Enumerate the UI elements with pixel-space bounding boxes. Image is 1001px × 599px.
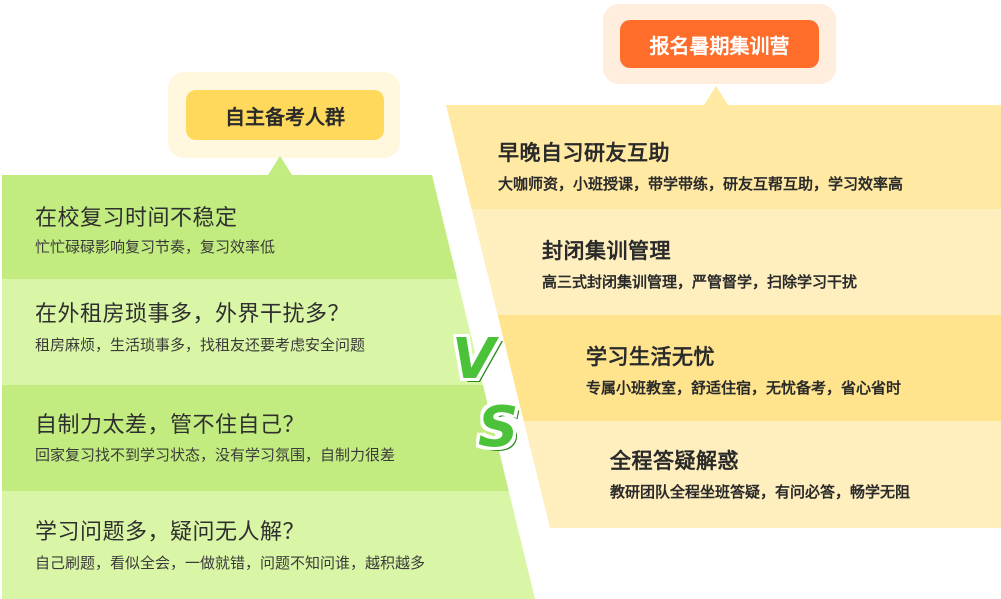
left-group-tag: 自主备考人群 — [186, 90, 384, 140]
camp-row: 学习生活无忧 专属小班教室，舒适住宿，无忧备考，省心省时 — [446, 315, 1001, 421]
camp-item-title: 全程答疑解惑 — [610, 449, 739, 473]
self-study-row: 自制力太差，管不住自己？ 回家复习找不到学习状态，没有学习氛围，自制力很差 — [2, 385, 535, 491]
vs-s-letter: S — [478, 395, 519, 460]
camp-item-title: 封闭集训管理 — [542, 239, 671, 263]
self-study-row: 学习问题多，疑问无人解？ 自己刷题，看似全会，一做就错，问题不知问谁，越积越多 — [2, 491, 535, 599]
self-study-item-title: 在校复习时间不稳定 — [35, 206, 238, 231]
self-study-item-desc: 自己刷题，看似全会，一做就错，问题不知问谁，越积越多 — [35, 554, 426, 572]
camp-row: 全程答疑解惑 教研团队全程坐班答疑，有问必答，畅学无阻 — [446, 421, 1001, 528]
self-study-row: 在外租房琐事多，外界干扰多？ 租房麻烦，生活琐事多，找租友还要考虑安全问题 — [2, 279, 535, 385]
camp-item-title: 早晚自习研友互助 — [498, 141, 670, 165]
camp-item-desc: 高三式封闭集训管理，严管督学，扫除学习干扰 — [542, 273, 858, 291]
camp-row: 封闭集训管理 高三式封闭集训管理，严管督学，扫除学习干扰 — [446, 209, 1001, 315]
vs-v-letter: V — [452, 327, 496, 392]
self-study-item-title: 自制力太差，管不住自己？ — [35, 413, 306, 438]
summer-camp-panel: 早晚自习研友互助 大咖师资，小班授课，带学带练，研友互帮互助，学习效率高 封闭集… — [446, 105, 1001, 528]
right-group-tag: 报名暑期集训营 — [620, 20, 819, 68]
self-study-item-desc: 回家复习找不到学习状态，没有学习氛围，自制力很差 — [35, 446, 396, 464]
right-tag-pointer — [704, 86, 728, 105]
self-study-row: 在校复习时间不稳定 忙忙碌碌影响复习节奏，复习效率低 — [2, 175, 535, 279]
self-study-item-title: 学习问题多，疑问无人解？ — [35, 520, 306, 545]
self-study-item-desc: 租房麻烦，生活琐事多，找租友还要考虑安全问题 — [35, 336, 366, 354]
camp-item-desc: 教研团队全程坐班答疑，有问必答，畅学无阻 — [610, 483, 911, 501]
left-tag-pointer — [268, 156, 292, 175]
camp-item-desc: 大咖师资，小班授课，带学带练，研友互帮互助，学习效率高 — [498, 175, 904, 193]
self-study-item-desc: 忙忙碌碌影响复习节奏，复习效率低 — [35, 238, 276, 256]
self-study-item-title: 在外租房琐事多，外界干扰多？ — [35, 302, 351, 327]
camp-item-title: 学习生活无忧 — [586, 345, 715, 369]
camp-item-desc: 专属小班教室，舒适住宿，无忧备考，省心省时 — [586, 379, 902, 397]
self-study-panel: 在校复习时间不稳定 忙忙碌碌影响复习节奏，复习效率低 在外租房琐事多，外界干扰多… — [2, 175, 535, 599]
camp-row: 早晚自习研友互助 大咖师资，小班授课，带学带练，研友互帮互助，学习效率高 — [446, 105, 1001, 209]
